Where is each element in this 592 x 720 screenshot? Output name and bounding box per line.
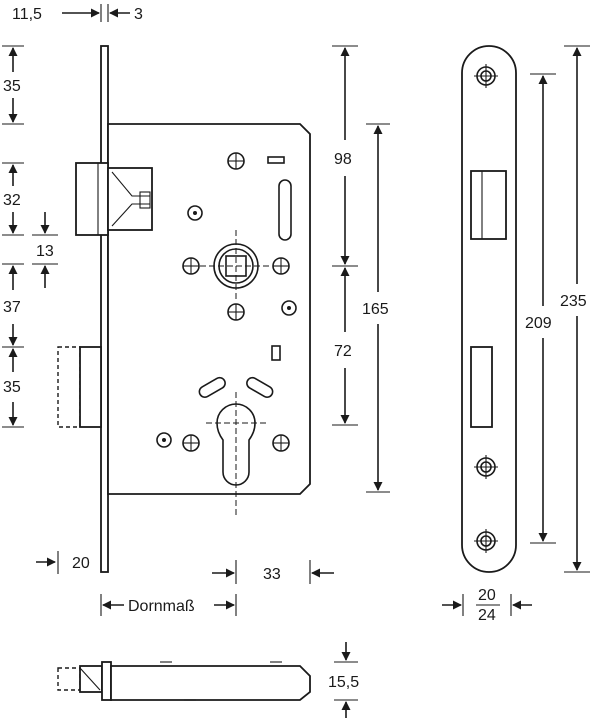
forend-side-view [461, 45, 517, 573]
slot-diag-right [246, 376, 274, 398]
dim-bolt-35: 35 [3, 379, 21, 396]
dim-upper-98: 98 [334, 151, 352, 168]
dim-plate-width-24: 24 [478, 607, 496, 624]
dim-faceplate-thickness: 11,5 [12, 6, 42, 23]
slot-vertical [278, 179, 292, 241]
dim-lower-72: 72 [334, 343, 352, 360]
slot-tiny [271, 345, 281, 361]
dim-depth-15-5: 15,5 [328, 674, 359, 691]
bottom-view [57, 661, 311, 701]
dim-plate-width-20: 20 [478, 587, 496, 604]
dim-cyl-33: 33 [263, 566, 281, 583]
forend-screw-top [474, 64, 498, 88]
follower-hub [200, 230, 272, 302]
forend-plate [100, 45, 109, 573]
slot-diag-left [198, 376, 226, 398]
rivets [156, 205, 297, 448]
dim-backset-20: 20 [72, 555, 90, 572]
dim-plate-235: 235 [560, 293, 587, 310]
front-view [57, 45, 311, 573]
dim-gap-37: 37 [3, 299, 21, 316]
dim-latch-32: 32 [3, 192, 21, 209]
dim-dornmass: Dornmaß [128, 598, 195, 615]
dim-plate-edge: 3 [134, 6, 143, 23]
latch-bolt [75, 162, 153, 236]
dim-screws-209: 209 [525, 315, 552, 332]
dimension-lines [2, 4, 590, 718]
dim-latch-13: 13 [36, 243, 54, 260]
forend-screw-mid [474, 455, 498, 479]
dim-top-35: 35 [3, 78, 21, 95]
lock-case [107, 123, 311, 495]
dim-case-165: 165 [362, 301, 389, 318]
slot-small [267, 156, 285, 164]
dead-bolt [57, 346, 102, 428]
screw-holes [182, 152, 290, 452]
forend-screw-bottom [474, 529, 498, 553]
